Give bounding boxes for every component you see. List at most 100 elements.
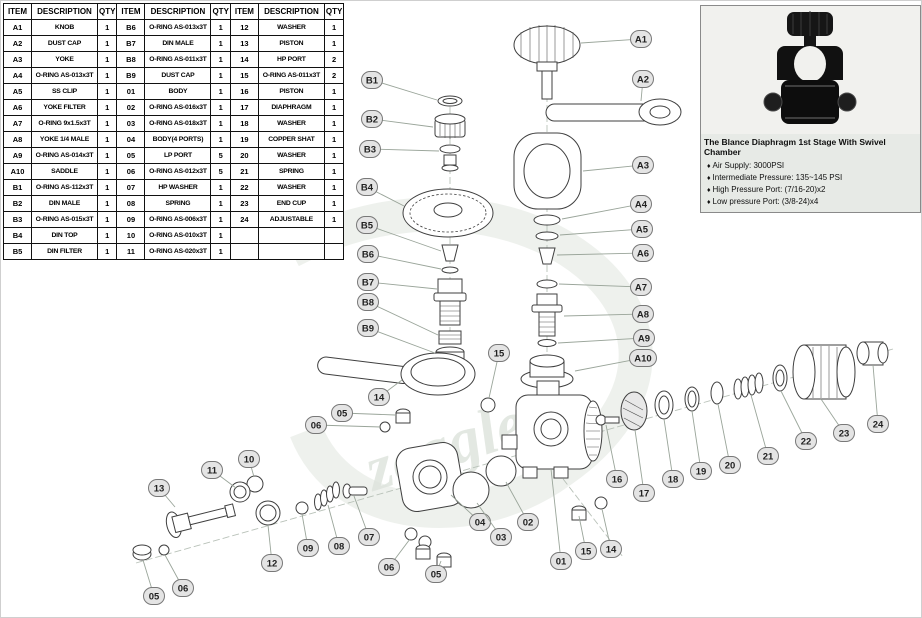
table-cell: 09 bbox=[116, 211, 146, 228]
callout-label-text: A4 bbox=[635, 200, 648, 211]
table-cell: 1 bbox=[323, 115, 345, 132]
table-cell: WASHER bbox=[257, 179, 325, 196]
table-cell: A9 bbox=[3, 147, 32, 164]
table-cell: ADJUSTABLE bbox=[257, 211, 325, 228]
table-cell: 07 bbox=[116, 179, 146, 196]
table-cell: 21 bbox=[229, 163, 259, 180]
callout-label-text: 05 bbox=[149, 592, 160, 603]
table-cell: 24 bbox=[229, 211, 259, 228]
table-cell bbox=[323, 227, 345, 244]
leader-line bbox=[367, 253, 442, 270]
callout-label-text: 11 bbox=[207, 466, 218, 477]
table-cell: 1 bbox=[210, 131, 231, 148]
table-cell: DUST CAP bbox=[144, 67, 212, 84]
callout-label bbox=[356, 178, 378, 196]
callout-label-text: A1 bbox=[635, 35, 648, 46]
table-cell: 08 bbox=[116, 195, 146, 212]
table-cell: WASHER bbox=[257, 147, 325, 164]
table-cell bbox=[229, 227, 259, 244]
table-cell: 1 bbox=[210, 83, 231, 100]
table-cell: HP PORT bbox=[257, 51, 325, 68]
callout-label-text: 16 bbox=[612, 475, 623, 486]
table-cell: 1 bbox=[96, 115, 118, 132]
table-cell: O-RING AS-015x3T bbox=[31, 211, 98, 228]
callout-label bbox=[629, 349, 657, 367]
column-header: ITEM bbox=[116, 3, 146, 20]
table-cell bbox=[257, 227, 325, 244]
table-cell: 1 bbox=[323, 163, 345, 180]
callout-label-text: 09 bbox=[303, 544, 314, 555]
table-cell: SADDLE bbox=[31, 163, 98, 180]
callout-label-text: 22 bbox=[801, 437, 812, 448]
callout-label-text: 06 bbox=[384, 563, 395, 574]
callout-label bbox=[328, 537, 350, 555]
table-cell: DIN MALE bbox=[144, 35, 212, 52]
leader-line bbox=[367, 327, 436, 354]
callout-label-text: 12 bbox=[267, 559, 278, 570]
callout-label-text: 05 bbox=[337, 409, 348, 420]
table-cell: 1 bbox=[210, 243, 231, 260]
table-cell: 16 bbox=[229, 83, 259, 100]
table-cell: O-RING AS-011x3T bbox=[257, 67, 325, 84]
table-cell: SPRING bbox=[257, 163, 325, 180]
table-cell: B3 bbox=[3, 211, 32, 228]
table-cell: 1 bbox=[210, 195, 231, 212]
callout-label-text: A7 bbox=[635, 283, 647, 294]
table-cell: DIAPHRAGM bbox=[257, 99, 325, 116]
callout-label bbox=[357, 319, 379, 337]
table-cell: 1 bbox=[210, 67, 231, 84]
callout-label bbox=[358, 528, 380, 546]
callout-label-text: 10 bbox=[244, 455, 255, 466]
table-cell: 1 bbox=[96, 51, 118, 68]
table-cell: B5 bbox=[3, 243, 32, 260]
table-cell: 1 bbox=[323, 131, 345, 148]
callout-label bbox=[632, 156, 654, 174]
callout-label bbox=[490, 528, 512, 546]
callout-label-text: 19 bbox=[696, 467, 707, 478]
callout-label-text: 18 bbox=[668, 475, 679, 486]
table-cell: 04 bbox=[116, 131, 146, 148]
table-cell: B9 bbox=[116, 67, 146, 84]
table-cell: 10 bbox=[116, 227, 146, 244]
callout-label-text: 04 bbox=[475, 518, 486, 529]
table-cell: DIN FILTER bbox=[31, 243, 98, 260]
callout-label-text: B5 bbox=[361, 221, 374, 232]
table-cell: 1 bbox=[323, 195, 345, 212]
callout-label bbox=[631, 220, 653, 238]
table-cell bbox=[257, 243, 325, 260]
table-cell: B6 bbox=[116, 19, 146, 36]
callout-label bbox=[690, 462, 712, 480]
leader-line bbox=[367, 281, 438, 290]
callout-label-text: A10 bbox=[634, 354, 651, 365]
table-cell: 1 bbox=[96, 179, 118, 196]
table-cell: 18 bbox=[229, 115, 259, 132]
table-cell: 1 bbox=[96, 163, 118, 180]
callout-label bbox=[517, 513, 539, 531]
callout-label-text: 14 bbox=[606, 545, 617, 556]
callout-label-text: 20 bbox=[725, 461, 736, 472]
table-cell: END CUP bbox=[257, 195, 325, 212]
spec-item: Intermediate Pressure: 135~145 PSI bbox=[707, 172, 917, 184]
leader-line bbox=[556, 252, 644, 256]
regulator-photo bbox=[701, 6, 920, 134]
table-cell: 15 bbox=[229, 67, 259, 84]
column-header: QTY bbox=[96, 3, 118, 20]
callout-label bbox=[201, 461, 223, 479]
callout-label bbox=[361, 71, 383, 89]
callout-label bbox=[795, 432, 817, 450]
callout-label bbox=[331, 404, 353, 422]
table-cell: 1 bbox=[323, 83, 345, 100]
table-cell: A1 bbox=[3, 19, 32, 36]
table-cell: WASHER bbox=[257, 19, 325, 36]
table-cell: 11 bbox=[116, 243, 146, 260]
callout-label bbox=[662, 470, 684, 488]
table-cell: O-RING AS-006x3T bbox=[144, 211, 212, 228]
table-cell: 1 bbox=[323, 35, 345, 52]
